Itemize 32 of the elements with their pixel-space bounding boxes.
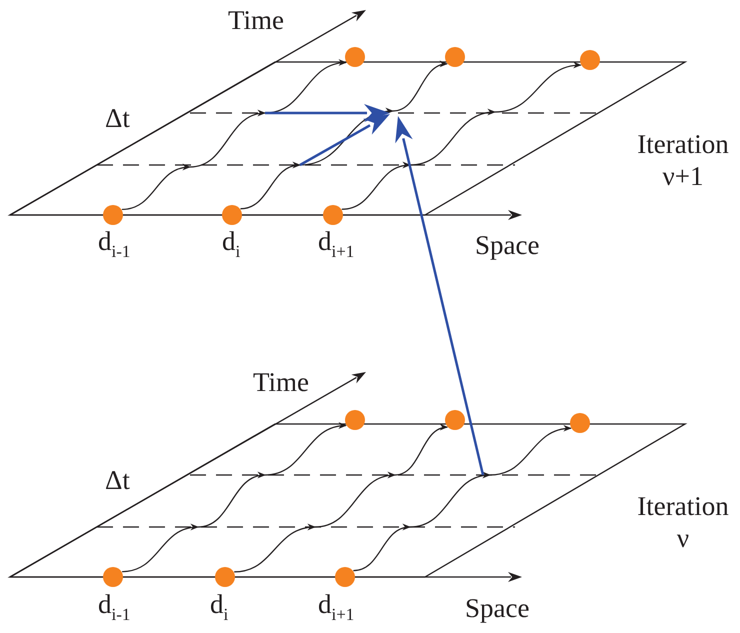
characteristic-curve-arrow xyxy=(342,62,581,210)
grid-point-circle xyxy=(570,413,590,433)
node-label: d$_{i}$ xyxy=(222,225,240,257)
grid-point-circle xyxy=(345,47,365,67)
axis-label: Space xyxy=(475,229,540,261)
characteristic-curve-arrow xyxy=(122,59,346,210)
characteristic-curve-arrow xyxy=(353,425,571,572)
node-label: d$_{i+1}$ xyxy=(318,225,354,257)
iteration-label: Iteration ν xyxy=(636,490,730,554)
grid-point-circle xyxy=(103,567,123,587)
node-label: d$_{i-1}$ xyxy=(98,225,130,257)
node-label: d$_{i+1}$ xyxy=(318,588,354,620)
step-label: Δt xyxy=(105,464,130,496)
grid-point-circle xyxy=(103,205,123,225)
node-label: d$_{i-1}$ xyxy=(98,588,130,620)
characteristic-curve-arrow xyxy=(240,60,448,210)
step-label: Δt xyxy=(105,102,130,134)
grid-point-circle xyxy=(445,410,465,430)
grid-point-circle xyxy=(445,47,465,67)
axis-label: Time xyxy=(228,4,284,36)
grid-point-circle xyxy=(580,50,600,70)
grid-point-circle xyxy=(323,205,343,225)
grid-point-circle xyxy=(215,567,235,587)
axis-label: Time xyxy=(253,366,310,398)
characteristic-curve-arrow xyxy=(122,422,346,572)
grid-point-circle xyxy=(335,567,355,587)
grid-point-circle xyxy=(345,410,365,430)
axis-label: Space xyxy=(465,592,530,624)
node-label: d$_{i}$ xyxy=(210,588,228,620)
grid-point-circle xyxy=(222,205,242,225)
characteristic-curve-arrow xyxy=(234,424,448,572)
iteration-label: Iteration ν+1 xyxy=(636,128,730,192)
